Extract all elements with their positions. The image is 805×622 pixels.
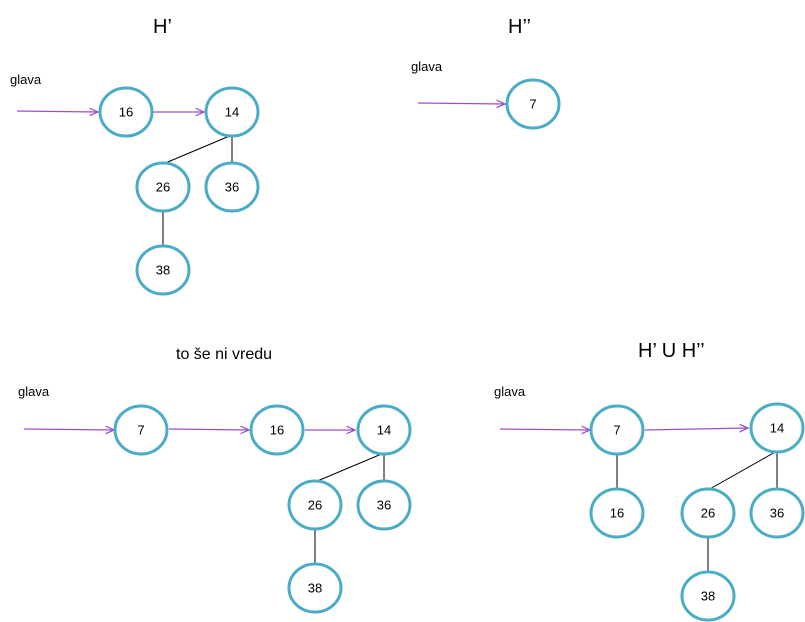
node-key: 14 <box>770 421 784 436</box>
node-26: 26 <box>287 479 343 531</box>
node-key: 38 <box>308 581 322 596</box>
node-7: 7 <box>589 404 645 456</box>
node-7: 7 <box>113 404 169 456</box>
head-pointer-arrow <box>16 111 98 112</box>
sibling-pointer-arrow <box>644 428 748 430</box>
tree-edge <box>162 134 233 165</box>
head-pointer-arrow <box>499 429 590 430</box>
node-key: 38 <box>156 263 170 278</box>
node-16: 16 <box>249 404 305 456</box>
node-36: 36 <box>356 479 412 531</box>
node-16: 16 <box>98 86 154 138</box>
node-key: 38 <box>701 589 715 604</box>
node-14: 14 <box>749 402 805 454</box>
panel-title: H’’ <box>508 16 531 38</box>
node-7: 7 <box>505 78 561 130</box>
panel-h-double-prime: H’’ glava 7 <box>411 16 561 130</box>
node-14: 14 <box>204 86 260 138</box>
node-key: 26 <box>701 506 715 521</box>
head-label: glava <box>494 384 526 399</box>
panel-title: to še ni vredu <box>176 346 272 363</box>
sibling-pointer-arrow <box>168 429 249 430</box>
node-36: 36 <box>749 487 805 539</box>
node-key: 7 <box>529 97 536 112</box>
tree-edge <box>707 450 778 491</box>
panel-title: H’ <box>153 16 172 38</box>
panel-h-prime: H’ glava 16 14 26 36 38 <box>10 16 260 296</box>
head-label: glava <box>411 59 443 74</box>
tree-edge <box>314 452 385 483</box>
panel-invalid-merge: to še ni vredu glava 7 16 14 26 36 <box>18 346 412 614</box>
node-26: 26 <box>680 487 736 539</box>
node-16: 16 <box>589 487 645 539</box>
node-key: 14 <box>225 105 239 120</box>
head-pointer-arrow <box>417 103 505 104</box>
head-label: glava <box>10 72 42 87</box>
node-key: 36 <box>770 506 784 521</box>
head-label: glava <box>18 384 50 399</box>
node-38: 38 <box>135 244 191 296</box>
node-key: 7 <box>613 423 620 438</box>
panel-title: H’ U H’’ <box>638 340 705 362</box>
node-key: 36 <box>225 180 239 195</box>
node-14: 14 <box>356 404 412 456</box>
node-key: 14 <box>377 423 391 438</box>
node-38: 38 <box>680 570 736 622</box>
node-key: 26 <box>308 498 322 513</box>
panel-union: H’ U H’’ glava 7 14 16 26 36 38 <box>494 340 805 622</box>
node-38: 38 <box>287 562 343 614</box>
node-key: 16 <box>119 105 133 120</box>
node-26: 26 <box>135 161 191 213</box>
node-key: 36 <box>377 498 391 513</box>
head-pointer-arrow <box>23 429 114 430</box>
node-key: 7 <box>137 423 144 438</box>
node-36: 36 <box>204 161 260 213</box>
node-key: 26 <box>156 180 170 195</box>
node-key: 16 <box>270 423 284 438</box>
node-key: 16 <box>610 506 624 521</box>
